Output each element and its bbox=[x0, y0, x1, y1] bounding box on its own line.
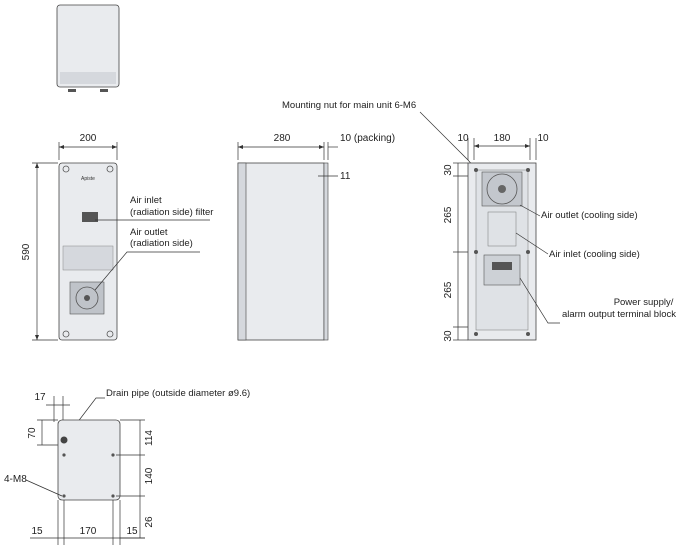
side-view-body bbox=[237, 162, 325, 341]
side-view-flange bbox=[237, 162, 247, 341]
bottom-bolt-1 bbox=[62, 453, 66, 457]
rear-view: Mounting nut for main unit 6-M6 10 180 1… bbox=[282, 100, 676, 342]
front-display-panel bbox=[82, 212, 98, 222]
front-filter-callout: Air inlet (radiation side) filter bbox=[130, 195, 213, 218]
side-packing-dim: 10 (packing) bbox=[340, 133, 395, 144]
bottom-bolt-2 bbox=[62, 494, 66, 498]
bottom-height-114: 114 bbox=[144, 430, 155, 446]
rear-air-outlet-callout: Air outlet (cooling side) bbox=[541, 210, 638, 221]
rear-nut-1 bbox=[474, 168, 478, 172]
bottom-offset-17: 17 bbox=[34, 392, 46, 403]
top-view-base bbox=[60, 72, 116, 84]
rear-height-dim-3: 265 bbox=[443, 281, 454, 298]
bottom-bolt-3 bbox=[111, 453, 115, 457]
front-bolt-tl bbox=[62, 165, 70, 173]
rear-air-inlet-callout: Air inlet (cooling side) bbox=[549, 249, 640, 260]
front-bolt-tr bbox=[106, 165, 114, 173]
side-flange-dim: 11 bbox=[340, 171, 351, 182]
rear-fan-icon bbox=[486, 173, 518, 205]
front-filter-panel bbox=[62, 245, 114, 271]
front-height-dim: 590 bbox=[21, 243, 32, 260]
bottom-offset-70: 70 bbox=[27, 427, 38, 439]
bottom-width-right: 15 bbox=[126, 526, 138, 537]
rear-inlet-area bbox=[487, 211, 517, 247]
front-width-dim: 200 bbox=[80, 133, 97, 144]
rear-height-dim-1: 30 bbox=[443, 164, 454, 176]
front-view: 200 590 Apiste Air inlet (radiation side… bbox=[21, 133, 213, 341]
bottom-height-140: 140 bbox=[144, 467, 155, 484]
bottom-drain-pipe bbox=[60, 436, 68, 444]
side-depth-dim: 280 bbox=[274, 133, 291, 144]
rear-nut-3 bbox=[474, 250, 478, 254]
rear-height-dim-4: 30 bbox=[443, 330, 454, 342]
bottom-view-body bbox=[57, 419, 121, 501]
bottom-bolt-4 bbox=[111, 494, 115, 498]
rear-width-center-dim: 180 bbox=[494, 133, 511, 144]
front-bolt-br bbox=[106, 330, 114, 338]
rear-nut-4 bbox=[526, 250, 530, 254]
side-view-packing bbox=[323, 162, 329, 341]
front-fan-icon bbox=[75, 286, 99, 310]
top-view-body bbox=[56, 4, 120, 88]
rear-nut-6 bbox=[526, 332, 530, 336]
bottom-bolt-label: 4-M8 bbox=[4, 474, 27, 485]
rear-height-dim-2: 265 bbox=[443, 206, 454, 223]
rear-nut-2 bbox=[526, 168, 530, 172]
rear-power-callout: Power supply/ alarm output terminal bloc… bbox=[562, 297, 676, 320]
rear-mounting-nut-label: Mounting nut for main unit 6-M6 bbox=[282, 100, 416, 111]
top-view bbox=[56, 4, 120, 92]
front-bolt-bl bbox=[62, 330, 70, 338]
front-logo: Apiste bbox=[81, 176, 95, 182]
rear-terminal-strip bbox=[492, 262, 512, 270]
top-view-foot-left bbox=[68, 89, 76, 92]
bottom-view: 17 Drain pipe (outside diameter ø9.6) 70… bbox=[4, 388, 250, 545]
bottom-width-left: 15 bbox=[31, 526, 43, 537]
rear-nut-5 bbox=[474, 332, 478, 336]
bottom-drain-callout: Drain pipe (outside diameter ø9.6) bbox=[106, 388, 250, 399]
top-view-foot-right bbox=[100, 89, 108, 92]
side-view: 280 10 (packing) 11 bbox=[237, 133, 395, 341]
rear-width-right-dim: 10 bbox=[537, 133, 549, 144]
bottom-height-26: 26 bbox=[144, 516, 155, 528]
bottom-width-center: 170 bbox=[80, 526, 97, 537]
rear-width-left-dim: 10 bbox=[457, 133, 469, 144]
front-outlet-callout: Air outlet (radiation side) bbox=[130, 227, 193, 249]
